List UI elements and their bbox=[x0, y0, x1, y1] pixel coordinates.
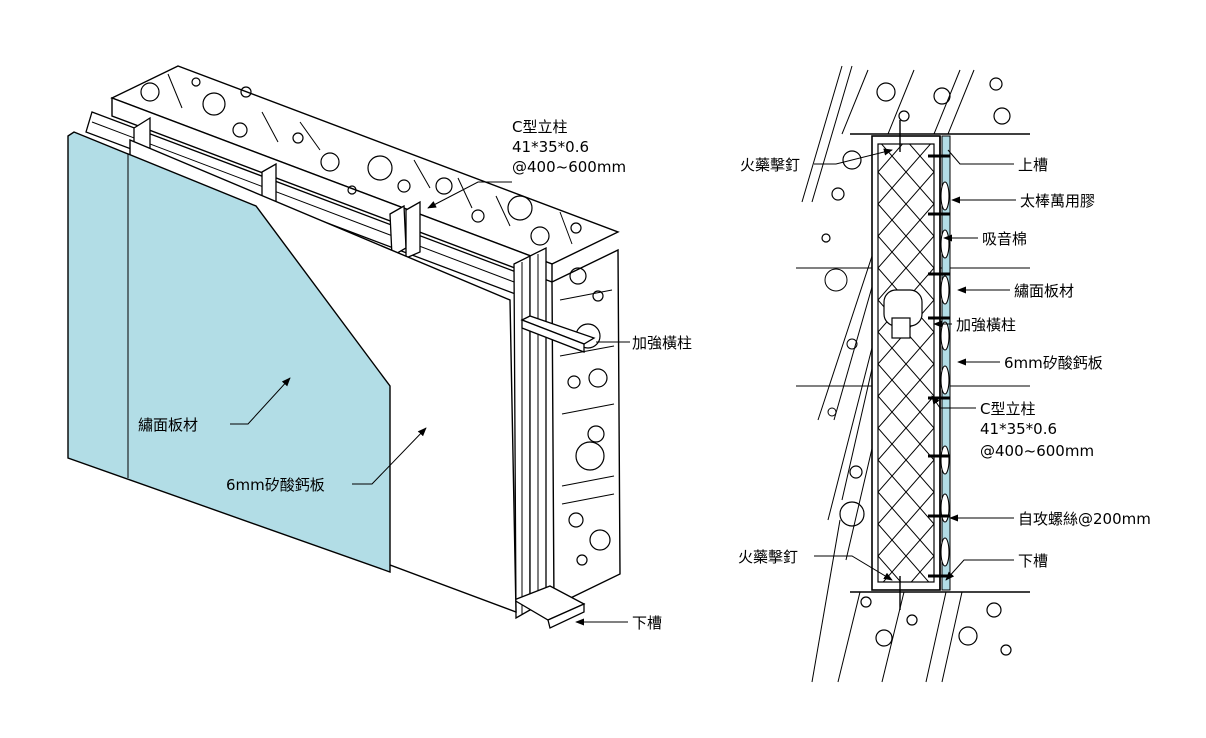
label-bottom-track: 下槽 bbox=[632, 614, 662, 632]
label-adhesive: 太棒萬用膠 bbox=[1020, 192, 1095, 210]
label-stud-spacing-section: @400~600mm bbox=[980, 442, 1094, 460]
label-reinforcing-rail-section: 加強橫柱 bbox=[956, 316, 1016, 334]
label-finish-board: 繡面板材 bbox=[138, 416, 198, 434]
section-top-slab bbox=[801, 65, 1030, 243]
right-leaders bbox=[814, 148, 1016, 581]
label-powder-nail-bottom: 火藥擊釘 bbox=[738, 548, 798, 566]
label-sound-insulation: 吸音棉 bbox=[982, 230, 1027, 248]
label-stud-size: 41*35*0.6 bbox=[512, 138, 589, 156]
top-concrete-slab bbox=[110, 65, 620, 284]
left-leaders bbox=[230, 181, 630, 626]
section-wall-hatch bbox=[817, 249, 875, 561]
label-calcium-silicate-board-section: 6mm矽酸鈣板 bbox=[1004, 354, 1103, 372]
slab-aggregate bbox=[140, 77, 582, 246]
slab-hatch bbox=[167, 73, 573, 245]
label-bottom-track-section: 下槽 bbox=[1018, 552, 1048, 570]
label-calcium-silicate-board: 6mm矽酸鈣板 bbox=[226, 476, 325, 494]
label-stud-size-section: 41*35*0.6 bbox=[980, 420, 1057, 438]
section-frame bbox=[871, 135, 941, 591]
section-finish-board bbox=[941, 135, 951, 591]
label-stud-spacing: @400~600mm bbox=[512, 158, 626, 176]
label-stud-type-section: C型立柱 bbox=[980, 400, 1035, 418]
adhesive-beads bbox=[940, 181, 950, 567]
label-finish-board-section: 繡面板材 bbox=[1014, 282, 1074, 300]
label-screws: 自攻螺絲@200mm bbox=[1018, 510, 1151, 528]
steel-studs bbox=[133, 116, 547, 620]
section-diagram: 火藥擊釘 上槽 太棒萬用膠 吸音棉 繡面板材 加強橫柱 6mm矽酸鈣板 C型立柱… bbox=[738, 65, 1151, 683]
label-stud-type: C型立柱 bbox=[512, 118, 567, 136]
label-reinforcing-rail: 加強橫柱 bbox=[632, 334, 692, 352]
bottom-track bbox=[512, 585, 586, 629]
label-powder-nail-top: 火藥擊釘 bbox=[740, 156, 800, 174]
side-concrete-column bbox=[551, 248, 621, 608]
finish-board-panel bbox=[67, 131, 391, 573]
label-top-track: 上槽 bbox=[1018, 156, 1048, 174]
reinforcing-rail bbox=[520, 315, 596, 353]
isometric-wall-diagram: C型立柱 41*35*0.6 @400~600mm 加強橫柱 繡面板材 6mm矽… bbox=[67, 65, 692, 632]
section-bottom-slab bbox=[811, 465, 1030, 683]
